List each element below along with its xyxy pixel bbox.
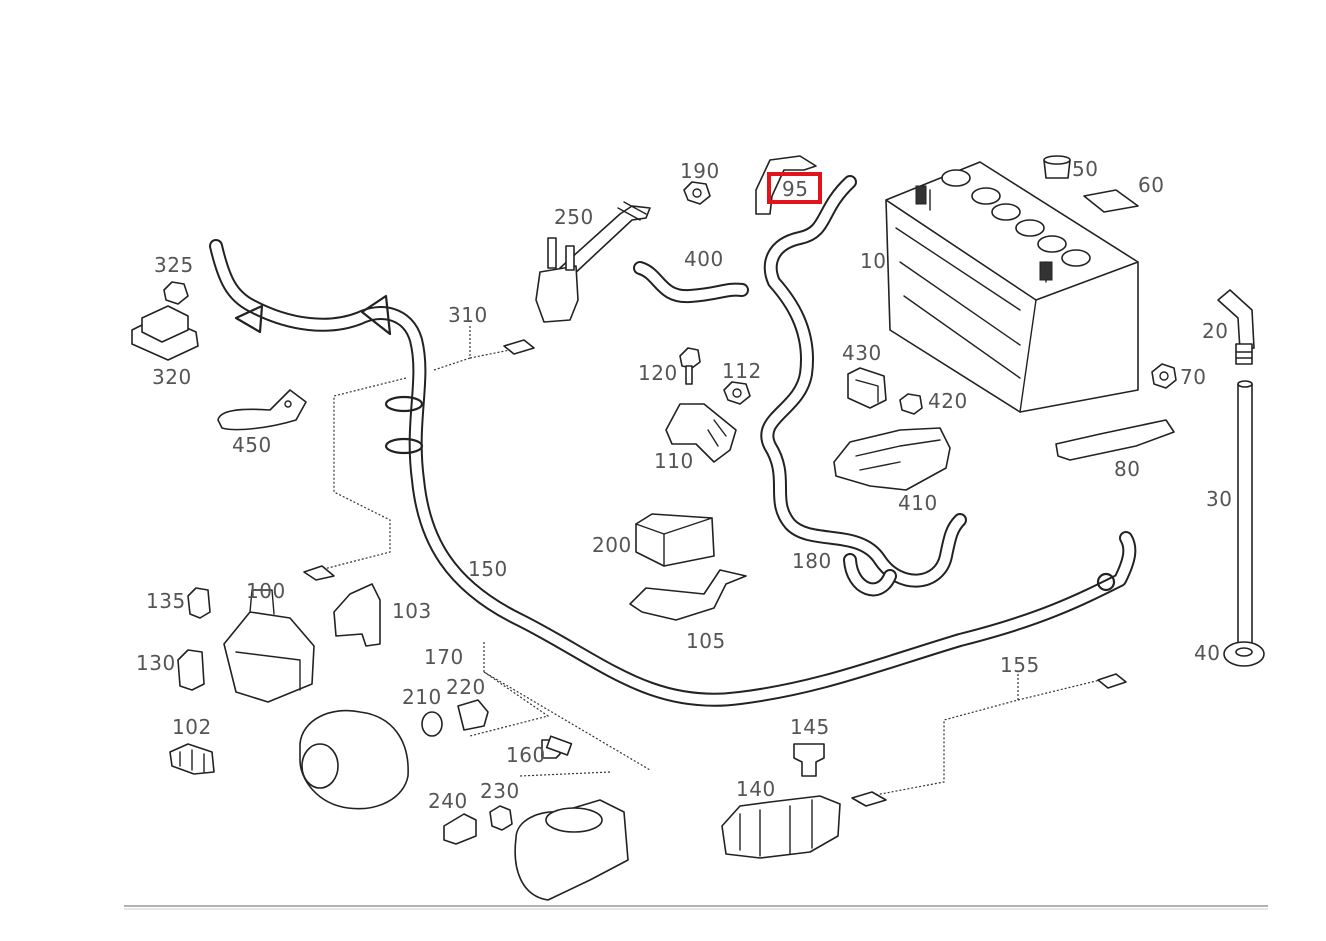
label-450[interactable]: 450 — [232, 433, 272, 457]
sleeve-210-part[interactable] — [421, 711, 443, 737]
fuse-block-140-part[interactable] — [721, 795, 841, 859]
label-220[interactable]: 220 — [446, 675, 486, 699]
sleeve-220-part[interactable] — [457, 699, 489, 731]
strap-400-part[interactable] — [633, 261, 749, 304]
label-180[interactable]: 180 — [792, 549, 832, 573]
label-150[interactable]: 150 — [468, 557, 508, 581]
bracket-450-part[interactable] — [217, 389, 307, 431]
leader-lines — [319, 326, 1101, 797]
battery-part[interactable] — [885, 161, 1139, 413]
starter-part[interactable] — [514, 799, 629, 901]
label-95[interactable]: 95 — [782, 177, 808, 201]
nut-420-part[interactable] — [899, 393, 923, 415]
grommet-part[interactable] — [1223, 641, 1265, 667]
label-250[interactable]: 250 — [554, 205, 594, 229]
label-20[interactable]: 20 — [1202, 319, 1228, 343]
plate-part[interactable] — [1083, 189, 1139, 213]
nut-130-part[interactable] — [177, 649, 205, 691]
label-135[interactable]: 135 — [146, 589, 186, 613]
label-70[interactable]: 70 — [1180, 365, 1206, 389]
label-110[interactable]: 110 — [654, 449, 694, 473]
label-103[interactable]: 103 — [392, 599, 432, 623]
clip-102-part[interactable] — [169, 743, 215, 775]
fuse-145-part[interactable] — [793, 743, 825, 777]
label-30[interactable]: 30 — [1206, 487, 1232, 511]
label-80[interactable]: 80 — [1114, 457, 1140, 481]
label-102[interactable]: 102 — [172, 715, 212, 739]
cable-150-part[interactable] — [209, 239, 1137, 707]
label-155[interactable]: 155 — [1000, 653, 1040, 677]
bracket-110-part[interactable] — [665, 403, 737, 463]
label-410[interactable]: 410 — [898, 491, 938, 515]
bolt-160-part[interactable] — [541, 735, 573, 759]
relay-430-part[interactable] — [847, 367, 887, 409]
nut-230-part[interactable] — [489, 805, 513, 831]
highlight-box-95 — [767, 172, 822, 204]
label-100[interactable]: 100 — [246, 579, 286, 603]
label-105[interactable]: 105 — [686, 629, 726, 653]
tag-shapes — [303, 339, 1127, 807]
pad-320-part[interactable] — [131, 305, 199, 361]
nut-325-part[interactable] — [163, 281, 189, 305]
label-10[interactable]: 10 — [860, 249, 886, 273]
bracket-105-part[interactable] — [629, 569, 747, 621]
label-420[interactable]: 420 — [928, 389, 968, 413]
elbow-part[interactable] — [1217, 289, 1255, 365]
label-400[interactable]: 400 — [684, 247, 724, 271]
alternator-part[interactable] — [299, 709, 409, 810]
label-200[interactable]: 200 — [592, 533, 632, 557]
label-40[interactable]: 40 — [1194, 641, 1220, 665]
label-230[interactable]: 230 — [480, 779, 520, 803]
bolt-120-part[interactable] — [679, 347, 701, 385]
label-170[interactable]: 170 — [424, 645, 464, 669]
fuse-box-410-part[interactable] — [833, 427, 951, 491]
label-140[interactable]: 140 — [736, 777, 776, 801]
label-320[interactable]: 320 — [152, 365, 192, 389]
label-120[interactable]: 120 — [638, 361, 678, 385]
label-60[interactable]: 60 — [1138, 173, 1164, 197]
label-50[interactable]: 50 — [1072, 157, 1098, 181]
label-310[interactable]: 310 — [448, 303, 488, 327]
tray-part[interactable] — [1055, 419, 1175, 461]
sleeve-240-part[interactable] — [443, 813, 477, 845]
nut-190-part[interactable] — [683, 181, 711, 205]
label-430[interactable]: 430 — [842, 341, 882, 365]
regulator-100-part[interactable] — [223, 589, 315, 703]
cable-180-part[interactable] — [760, 175, 967, 597]
nut-70-part[interactable] — [1151, 363, 1177, 389]
label-240[interactable]: 240 — [428, 789, 468, 813]
nut-135-part[interactable] — [187, 587, 211, 619]
label-325[interactable]: 325 — [154, 253, 194, 277]
cap-part[interactable] — [1043, 155, 1071, 179]
label-145[interactable]: 145 — [790, 715, 830, 739]
nut-112-part[interactable] — [723, 381, 751, 405]
label-130[interactable]: 130 — [136, 651, 176, 675]
label-112[interactable]: 112 — [722, 359, 762, 383]
label-210[interactable]: 210 — [402, 685, 442, 709]
harness-250-part[interactable] — [535, 201, 651, 323]
connector-103-part[interactable] — [333, 583, 381, 647]
label-190[interactable]: 190 — [680, 159, 720, 183]
tube-part[interactable] — [1237, 380, 1253, 651]
label-160[interactable]: 160 — [506, 743, 546, 767]
part-labels: 10 20 30 40 50 60 70 80 95 100 102 103 1… — [136, 157, 1232, 813]
module-200-part[interactable] — [635, 513, 715, 567]
